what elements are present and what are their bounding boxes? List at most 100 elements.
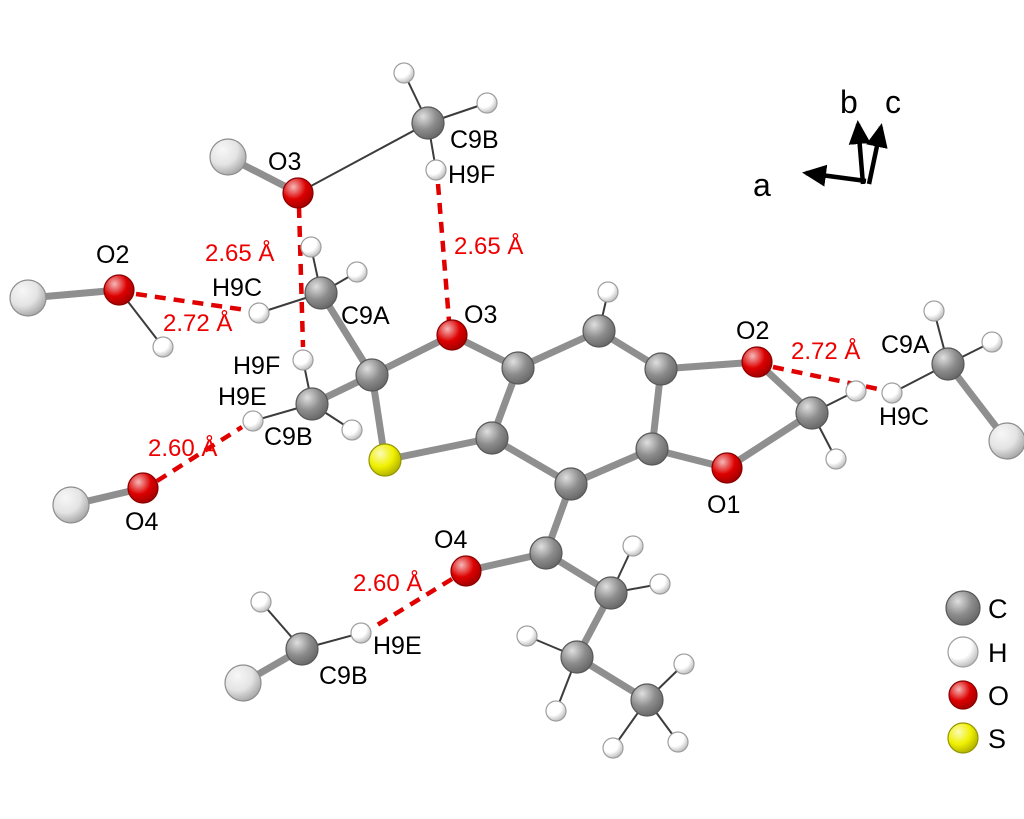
axis-arrow-b [848,120,871,185]
atom-terminal [988,422,1024,460]
atom-hydrogen [346,261,368,283]
atom-hydrogen [667,731,689,753]
atom-carbon [304,276,338,310]
atom-hydrogen [622,535,644,557]
atom-terminal [52,486,90,524]
atom-hydrogen [545,700,567,722]
atom-carbon [644,352,678,386]
atom-carbon [560,640,594,674]
atom-carbon [582,314,616,348]
legend-label-O: O [988,681,1009,711]
atom-hydrogen [250,591,272,613]
legend-sphere-C [945,590,981,626]
axis-arrow-a [802,164,867,187]
distance-label: 2.72 Å [163,309,232,337]
atom-carbon [295,387,329,421]
atom-hydrogen [152,336,174,358]
atom-hydrogen [425,159,447,181]
atom-hydrogen [393,62,415,84]
atom-terminal [224,664,262,702]
atom-carbon [411,106,445,140]
atom-label: C9B [319,662,368,690]
legend-sphere-H [947,636,979,668]
atom-carbon [795,396,829,430]
atom-hydrogen [341,419,363,441]
atom-hydrogen [300,236,322,258]
atom-label: H9F [448,161,495,189]
atom-terminal [9,279,47,317]
atom-hydrogen [825,448,847,470]
atom-label: C9A [341,302,390,330]
atom-label: O4 [125,508,158,536]
atom-terminal [209,138,247,176]
atom-carbon [635,432,669,466]
axis-label: a [753,167,771,203]
atom-carbon [475,421,509,455]
atom-label: O3 [268,148,301,176]
atom-label: H9C [212,274,262,302]
distance-label: 2.65 Å [454,232,523,260]
atom-oxygen [450,555,482,587]
atom-carbon [630,683,664,717]
atom-label: C9B [450,126,499,154]
axes-layer [802,120,888,187]
atom-carbon [529,536,563,570]
hydrogen-bond-dashed [155,425,244,483]
distance-label: 2.60 Å [353,569,422,597]
atom-oxygen [127,472,159,504]
bond [297,122,429,194]
atom-hydrogen [242,410,264,432]
legend-sphere-O [948,680,978,710]
atom-sulfur [368,443,402,477]
atom-carbon [285,632,319,666]
hydrogen-bond-dashed [372,577,454,629]
distance-label: 2.60 Å [148,434,217,462]
atom-hydrogen [476,92,498,114]
atom-label: C9B [264,423,313,451]
atom-hydrogen [350,622,372,644]
legend-label-S: S [988,724,1006,754]
atom-carbon [501,351,535,385]
distance-label: 2.72 Å [791,337,860,365]
atom-label: H9F [233,352,280,380]
atom-label: O3 [464,301,497,329]
atom-oxygen [711,452,743,484]
axis-label: b [840,84,858,120]
atom-label: O2 [736,317,769,345]
bond [381,434,496,464]
atom-carbon [594,576,628,610]
atom-label: O1 [707,491,740,519]
atom-carbon [554,467,588,501]
atom-hydrogen [673,653,695,675]
legend-label-H: H [988,638,1008,668]
hydrogen-bonds-layer [135,183,879,629]
legend-sphere-S [947,722,979,754]
hydrogen-bond-dashed [296,206,306,348]
atom-hydrogen [923,300,945,322]
distance-label: 2.65 Å [205,239,274,267]
atom-oxygen [282,177,314,209]
atom-hydrogen [649,573,671,595]
atom-hydrogen [981,331,1003,353]
atom-label: H9E [218,383,267,411]
atom-oxygen [741,346,773,378]
atom-hydrogen [248,302,270,324]
atoms-layer [9,62,1024,759]
atom-label: H9E [373,632,422,660]
atom-hydrogen [881,382,903,404]
atom-carbon [355,358,389,392]
atom-label: C9A [881,331,930,359]
atom-hydrogen [597,281,619,303]
atom-label: O4 [434,526,467,554]
axis-arrow-c [866,123,888,185]
axis-label: c [885,84,901,120]
hydrogen-bond-dashed [435,183,452,322]
atom-hydrogen [602,737,624,759]
bond [723,409,816,472]
atom-label: O2 [96,241,129,269]
atom-hydrogen [845,380,867,402]
